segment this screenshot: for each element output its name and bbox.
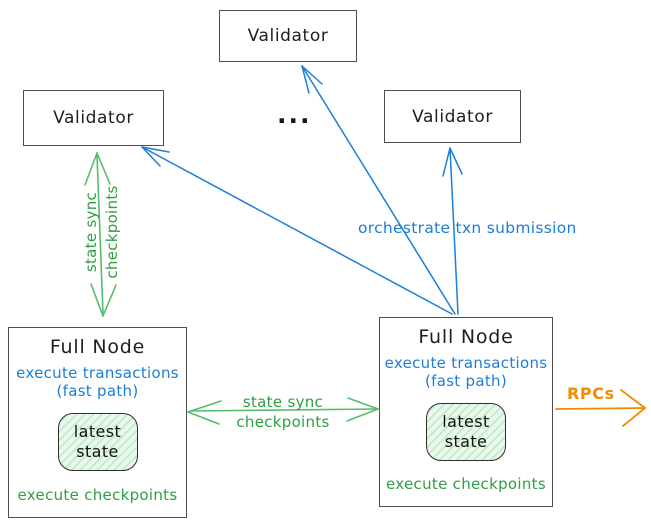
validator-right-label: Validator	[412, 106, 493, 127]
state-sync-vertical-arrow	[84, 152, 117, 317]
latest-state-text: latest	[442, 412, 490, 432]
state-sync-horizontal-label-line2: checkpoints	[236, 413, 330, 431]
validator-top-label: Validator	[247, 26, 329, 46]
execute-transactions-text: execute transactions	[384, 354, 548, 372]
validators-ellipsis: ...	[277, 100, 312, 129]
fast-path-text: (fast path)	[56, 381, 139, 400]
orchestrate-label: orchestrate txn submission	[358, 219, 577, 237]
full-node-right-box: Full Node execute transactions (fast pat…	[379, 317, 553, 507]
execute-transactions-text: execute transactions	[16, 364, 179, 382]
full-node-right-latest-state-box: latest state	[426, 403, 506, 462]
rpcs-label: RPCs	[567, 384, 615, 403]
validator-right-box: Validator	[384, 90, 521, 143]
state-sync-vertical-label-line2: checkpoints	[103, 185, 121, 279]
full-node-right-execute-transactions: execute transactions (fast path)	[384, 354, 548, 390]
latest-state-text: state	[76, 442, 119, 462]
full-node-left-box: Full Node execute transactions (fast pat…	[8, 327, 187, 518]
full-node-left-latest-state-box: latest state	[57, 413, 138, 472]
state-sync-horizontal-arrow	[187, 397, 379, 425]
full-node-right-execute-checkpoints: execute checkpoints	[386, 475, 546, 493]
full-node-left-execute-checkpoints: execute checkpoints	[17, 486, 178, 504]
rpcs-arrow	[555, 389, 646, 427]
latest-state-text: state	[444, 432, 488, 452]
fast-path-text: (fast path)	[424, 371, 508, 390]
validator-left-label: Validator	[53, 108, 134, 128]
full-node-left-execute-transactions: execute transactions (fast path)	[16, 364, 179, 400]
state-sync-vertical-label-line1: state sync	[82, 191, 100, 273]
orchestrate-arrows	[141, 65, 463, 315]
full-node-right-title: Full Node	[418, 326, 514, 348]
state-sync-horizontal-label-line1: state sync	[242, 393, 324, 411]
validator-top-box: Validator	[219, 10, 357, 62]
validator-left-box: Validator	[23, 90, 164, 146]
latest-state-text: latest	[73, 422, 122, 442]
full-node-left-title: Full Node	[49, 336, 146, 358]
